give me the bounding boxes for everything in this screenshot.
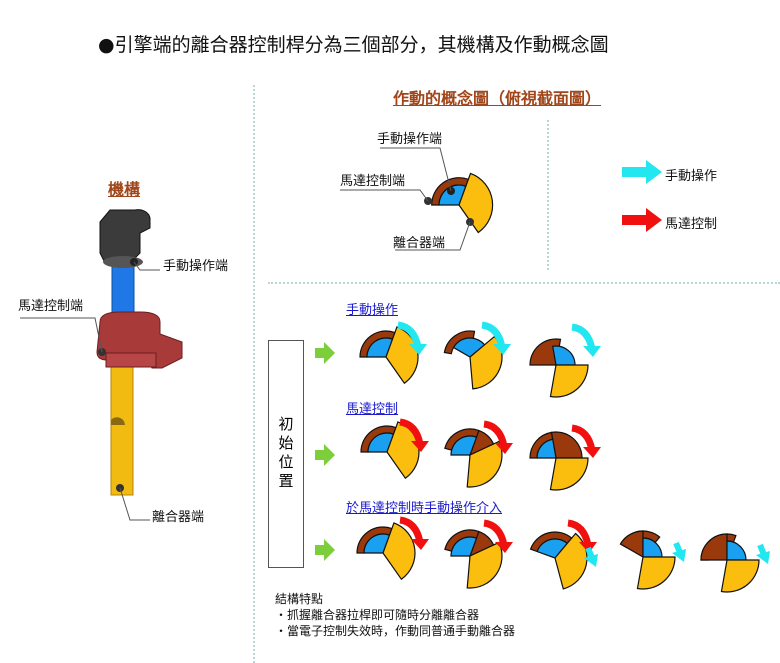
notes-item: ・抓握離合器拉桿即可隨時分離離合器 [275,608,480,622]
clutch-sector [466,440,503,488]
row-label-motor[interactable]: 馬達控制 [346,402,399,417]
rod-notch [111,417,125,425]
motor-sector [529,338,562,366]
leader-line [340,189,429,202]
initial-position-label: 初始位置 [276,416,295,492]
manual-arrow-icon [397,321,422,348]
manual-arrow-icon [622,160,662,184]
manual-arrow-icon-head [672,549,686,562]
clutch-sector [385,326,419,385]
motor-arrow-icon [399,516,424,543]
green-arrow-icon [315,444,335,466]
legend-manual: 手動操作 [665,169,718,184]
manual-arrow-icon-head [584,554,598,567]
motor-sector [700,533,728,561]
concept-label-manual: 手動操作端 [377,132,443,147]
manual-sector [536,438,557,459]
clutch-sector [549,457,589,491]
page-title: ●引擎端的離合器控制桿分為三個部分，其機構及作動概念圖 [98,34,609,56]
leader-line [20,317,103,353]
leader-line [119,487,150,521]
clutch-sector [458,172,494,234]
divider-vertical [253,85,255,663]
manual-arrow-icon-head [409,344,427,355]
manual-sector [450,435,478,456]
green-arrow-icon [315,539,335,561]
clutch-sector [720,559,760,593]
motor-arrow-icon-head [583,447,601,458]
manual-handle [99,209,151,264]
mechanism-heading: 機構 [108,180,141,199]
leader-line [395,221,471,251]
manual-arrow-icon [481,321,506,348]
motor-arrow-icon [567,519,592,546]
clutch-sector [382,522,416,581]
clutch-sector [549,364,589,398]
manual-sector [642,537,663,558]
green-arrow-icon [315,342,335,364]
manual-sector [450,536,478,557]
initial-position-box: 初始位置 [268,340,304,568]
notes: 結構特點 ・抓握離合器拉桿即可隨時分離離合器 ・當電子控制失效時，作動同普通手動… [275,591,515,639]
motor-arrow-icon-head [579,542,597,553]
motor-sector [619,530,644,559]
manual-sector [552,345,576,366]
concept-label-motor: 馬達控制端 [340,174,406,189]
manual-arrow-icon-head [583,346,601,357]
clutch-sector [466,541,503,589]
motor-arrow-icon [571,424,596,451]
mech-label-manual: 手動操作端 [163,259,229,274]
clutch-sector [554,532,588,590]
concept-heading: 作動的概念圖（俯視截面圖） [393,89,602,108]
concept-label-clutch: 離合器端 [393,236,446,251]
mechanism-illustration [20,209,183,521]
manual-sector [726,540,747,561]
motor-arrow-icon-head [411,539,429,550]
motor-ring-lower [105,352,157,368]
motor-arrow-icon-head [495,443,513,454]
divider-vertical-small [547,120,549,270]
manual-arrow-icon-head [756,551,770,564]
divider-horizontal [268,282,780,284]
mech-label-motor: 馬達控制端 [18,299,84,314]
motor-arrow-icon-head [411,441,429,452]
motor-arrow-icon [483,519,508,546]
mech-label-clutch: 離合器端 [152,510,205,525]
notes-item: ・當電子控制失效時，作動同普通手動離合器 [275,624,516,638]
clutch-sector [636,556,676,590]
row-label-intervention[interactable]: 於馬達控制時手動操作介入 [346,501,503,516]
legend-motor: 馬達控制 [665,217,718,232]
motor-arrow-icon [483,420,508,447]
motor-arrow-icon [622,208,662,232]
leader-line [380,147,452,192]
motor-arrow-icon-head [495,542,513,553]
notes-heading: 結構特點 [275,592,324,606]
manual-arrow-icon [571,323,596,350]
row-label-manual[interactable]: 手動操作 [346,303,399,318]
motor-arrow-icon [399,418,424,445]
leader-line [133,261,160,271]
manual-arrow-icon-head [493,344,511,355]
motor-sector [550,431,583,459]
